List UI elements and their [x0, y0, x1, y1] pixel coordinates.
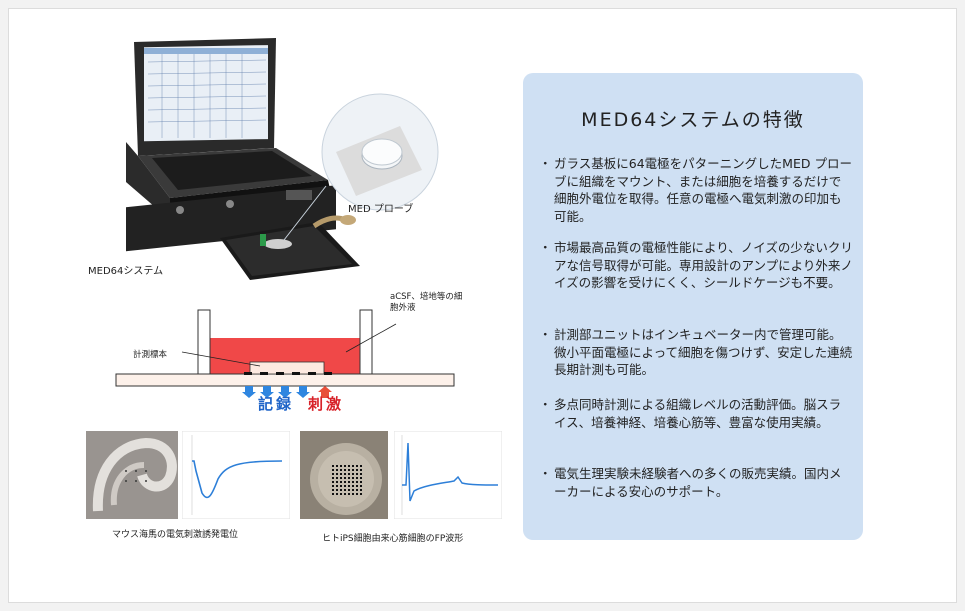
record-label: 記録	[258, 395, 295, 413]
panel-title: MED64システムの特徴	[581, 109, 805, 131]
med64-system-photo	[126, 38, 439, 280]
hippocampus-image	[86, 431, 178, 519]
feature-text: 市場最高品質の電極性能により、ノイズの少ないクリアな信号取得が可能。専用設計のア…	[554, 240, 853, 290]
feature-item: ・ 市場最高品質の電極性能により、ノイズの少ないクリアな信号取得が可能。専用設計…	[539, 239, 853, 292]
ips-fp-trace	[394, 431, 502, 519]
feature-item: ・ 多点同時計測による組織レベルの活動評価。脳スライス、培養神経、培養心筋等、豊…	[539, 396, 853, 431]
feature-text: 電気生理実験未経験者への多くの販売実績。国内メーカーによる安心のサポート。	[554, 466, 842, 499]
measurement-diagram	[115, 309, 455, 398]
features-panel: MED64システムの特徴 ・ ガラス基板に64電極をパターニングしたMED プロ…	[523, 73, 863, 540]
bullet-icon: ・	[539, 327, 552, 342]
stimulation-label: 刺激	[308, 395, 345, 413]
hippocampus-caption: マウス海馬の電気刺激誘発電位	[112, 530, 239, 540]
bullet-icon: ・	[539, 466, 552, 481]
bullet-icon: ・	[539, 240, 552, 255]
feature-item: ・ 電気生理実験未経験者への多くの販売実績。国内メーカーによる安心のサポート。	[539, 465, 853, 500]
feature-text: 多点同時計測による組織レベルの活動評価。脳スライス、培養神経、培養心筋等、豊富な…	[554, 397, 842, 430]
ips-caption: ヒトiPS細胞由来心筋細胞のFP波形	[322, 534, 464, 544]
bullet-icon: ・	[539, 397, 552, 412]
feature-text: ガラス基板に64電極をパターニングしたMED プローブに組織をマウント、または細…	[554, 156, 852, 224]
bullet-icon: ・	[539, 156, 552, 171]
ips-cell-image	[300, 431, 388, 519]
feature-item: ・ ガラス基板に64電極をパターニングしたMED プローブに組織をマウント、また…	[539, 155, 853, 225]
probe-caption: MED プローブ	[348, 204, 414, 215]
medium-label: aCSF、培地等の細胞外液	[390, 292, 463, 313]
feature-text: 計測部ユニットはインキュベーター内で管理可能。微小平面電極によって細胞を傷つけず…	[554, 327, 853, 377]
hippocampus-trace	[182, 431, 290, 519]
system-caption: MED64システム	[88, 266, 164, 277]
sample-label: 計測標本	[133, 350, 168, 360]
feature-item: ・ 計測部ユニットはインキュベーター内で管理可能。微小平面電極によって細胞を傷つ…	[539, 326, 853, 379]
